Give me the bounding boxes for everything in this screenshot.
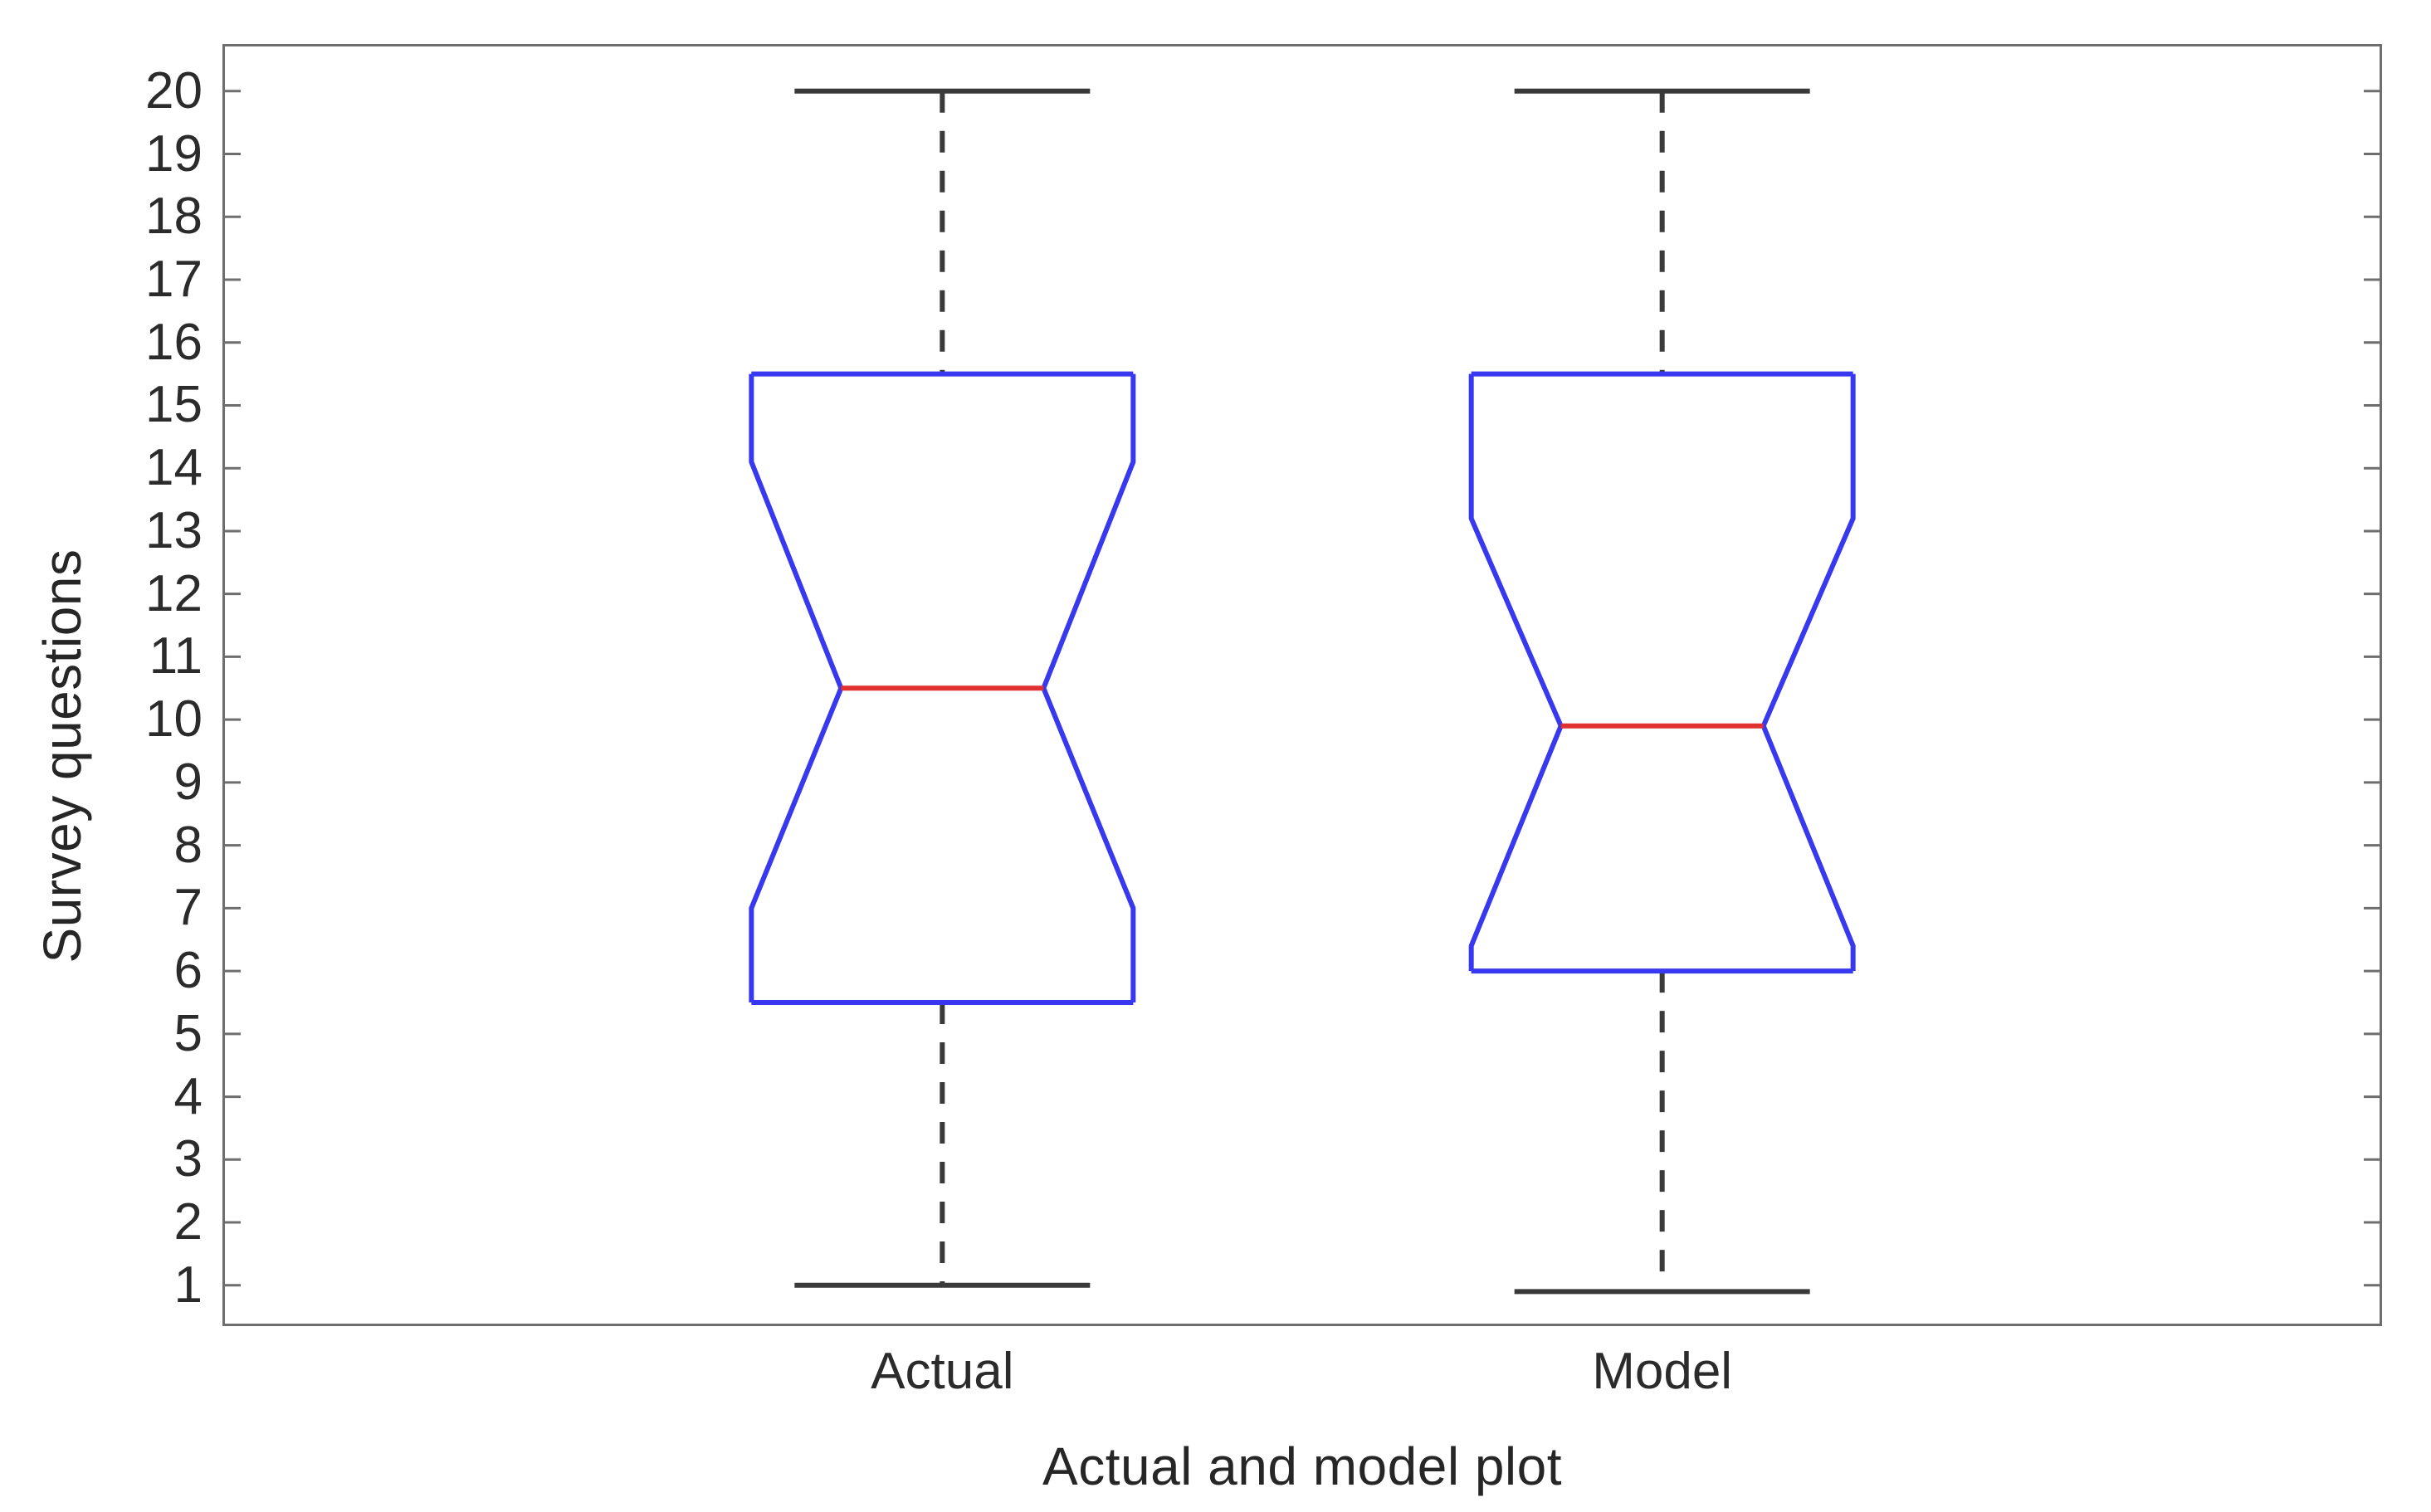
box-left-notched-edge (1468, 373, 1564, 972)
y-tick-label: 7 (173, 879, 203, 937)
y-tick-label: 3 (173, 1130, 203, 1188)
y-tick-label: 11 (149, 627, 203, 685)
box-right-notched-edge (1041, 373, 1136, 1002)
y-tick-label: 15 (145, 376, 203, 434)
y-tick-label: 4 (173, 1067, 203, 1125)
box-right-notched-edge (1760, 373, 1856, 972)
x-tick-label-model: Model (1592, 1343, 1733, 1400)
y-tick-label: 20 (145, 61, 203, 119)
y-tick-label: 18 (145, 188, 203, 246)
y-tick-label: 10 (145, 690, 203, 749)
y-tick-label: 17 (145, 251, 203, 308)
y-tick-label: 8 (173, 816, 203, 874)
y-tick-label: 9 (173, 753, 203, 811)
y-tick-label: 5 (173, 1004, 203, 1062)
box-group (749, 88, 1856, 1295)
x-tick-label-actual: Actual (871, 1343, 1014, 1400)
y-tick-label: 2 (173, 1193, 203, 1251)
boxplot-actual (749, 88, 1136, 1288)
plot-frame (222, 44, 2382, 1326)
y-tick-label: 19 (145, 124, 203, 183)
y-tick-label: 1 (173, 1256, 203, 1314)
axis-tick-group (222, 90, 2382, 1287)
y-tick-label: 14 (145, 439, 203, 497)
x-axis-title: Actual and model plot (1042, 1436, 1562, 1496)
y-tick-label: 6 (173, 942, 203, 1000)
y-tick-label: 13 (145, 501, 203, 559)
y-tick-label: 12 (145, 564, 203, 622)
y-tick-label: 16 (145, 313, 203, 371)
box-left-notched-edge (749, 373, 844, 1002)
plot-drawing-layer (222, 88, 2382, 1295)
boxplot-model (1468, 88, 1856, 1295)
